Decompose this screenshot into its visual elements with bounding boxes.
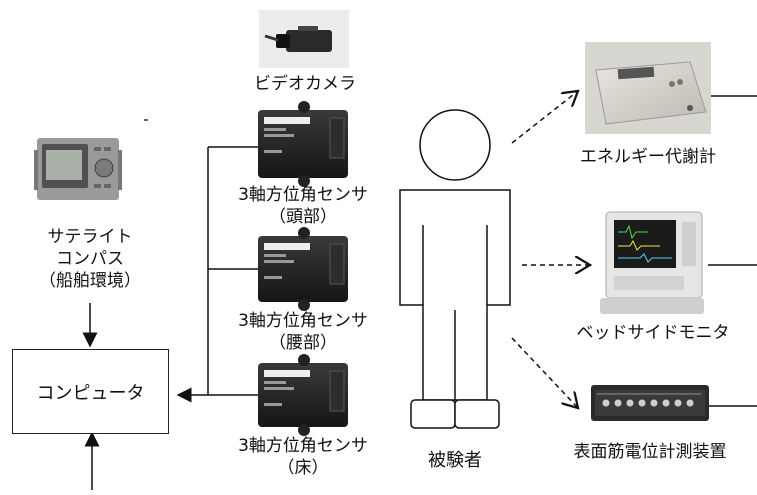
sensor-bus-lines [176,146,258,403]
satellite-compass-line1: サテライト [47,227,133,247]
satellite-compass-line2: コンパス [56,249,124,269]
energy-meter-label: エネルギー代謝計 [580,147,716,167]
arrow-to-energy-meter [511,91,578,144]
bedside-monitor-image [598,205,708,317]
subject-label: 被験者 [428,450,482,471]
sensor-floor-line1: 3軸方位角センサ [238,436,368,456]
sensor-label-head: 3軸方位角センサ （頭部） [228,184,378,228]
satellite-compass-image [34,138,122,200]
subject-figure [399,109,511,429]
sensor-waist-line2: （腰部） [269,333,337,353]
satellite-compass-line3: （船舶環境） [39,271,141,291]
video-camera-image [259,10,349,68]
emg-device-label: 表面筋電位計測装置 [573,442,727,462]
sensor-waist-line1: 3軸方位角センサ [238,311,368,331]
arrow-to-emg-device [511,337,578,408]
computer-box: コンピュータ [12,349,169,434]
sensor-head-line1: 3軸方位角センサ [238,185,368,205]
sensor-image-floor [258,354,348,436]
sensor-label-waist: 3軸方位角センサ （腰部） [228,310,378,354]
energy-meter-image [585,42,711,134]
sensor-label-floor: 3軸方位角センサ （床） [228,435,378,479]
bedside-monitor-label: ベッドサイドモニタ [576,323,730,343]
computer-label: コンピュータ [36,382,145,404]
satellite-compass-label: サテライト コンパス （船舶環境） [20,226,160,292]
sensor-image-waist [258,227,348,311]
sensor-head-line2: （頭部） [269,207,337,227]
video-camera-label: ビデオカメラ [254,74,356,94]
sensor-floor-line2: （床） [277,458,329,478]
emg-device-image [591,385,709,421]
sensor-image-head [258,101,348,187]
